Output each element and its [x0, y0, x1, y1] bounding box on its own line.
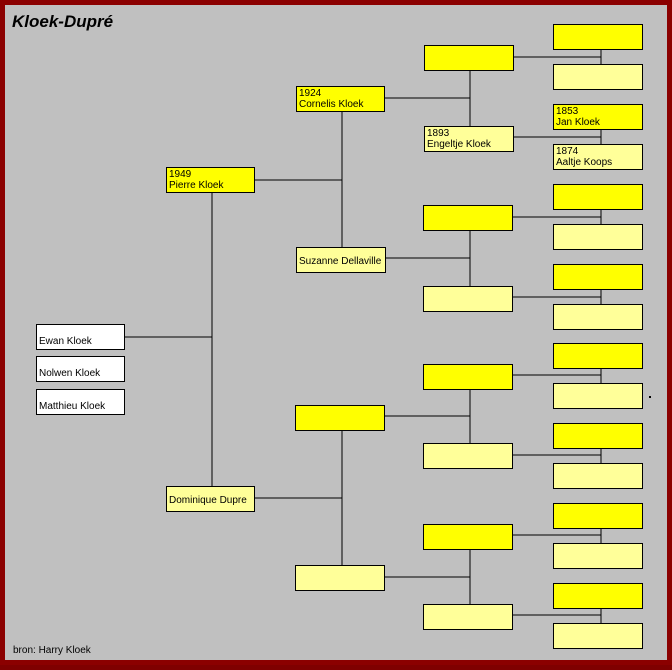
person-box-suzanne[interactable]: Suzanne Dellaville	[296, 247, 386, 273]
child-box-matthieu[interactable]: Matthieu Kloek	[36, 389, 125, 415]
person-box-empty[interactable]	[553, 184, 643, 210]
person-box-empty[interactable]	[553, 224, 643, 250]
person-box-empty[interactable]	[423, 205, 513, 231]
birth-year: 1874	[556, 146, 579, 157]
birth-year: 1949	[169, 169, 192, 180]
person-box-empty[interactable]	[553, 264, 643, 290]
person-name: Engeltje Kloek	[427, 139, 491, 150]
person-box-cornelis[interactable]: 1924 Cornelis Kloek	[296, 86, 385, 112]
person-box-empty[interactable]	[553, 623, 643, 649]
person-box-engeltje[interactable]: 1893 Engeltje Kloek	[424, 126, 514, 152]
child-name: Matthieu Kloek	[39, 401, 106, 412]
chart-title: Kloek-Dupré	[12, 12, 114, 31]
person-box-empty[interactable]	[423, 604, 513, 630]
person-box-empty[interactable]	[553, 423, 643, 449]
person-box-empty[interactable]	[553, 343, 643, 369]
person-box-empty[interactable]	[553, 543, 643, 569]
child-box-ewan[interactable]: Ewan Kloek	[36, 324, 125, 350]
person-box-empty[interactable]	[553, 503, 643, 529]
child-name: Ewan Kloek	[39, 336, 92, 347]
birth-year: 1853	[556, 106, 579, 117]
person-box-aaltje[interactable]: 1874 Aaltje Koops	[553, 144, 643, 170]
connector-lines	[124, 49, 602, 623]
person-box-pierre[interactable]: 1949 Pierre Kloek	[166, 167, 255, 193]
person-box-empty[interactable]	[424, 45, 514, 71]
person-box-empty[interactable]	[553, 24, 643, 50]
person-box-empty[interactable]	[423, 524, 513, 550]
person-box-empty[interactable]	[553, 383, 643, 409]
person-box-empty[interactable]	[553, 583, 643, 609]
source-note: bron: Harry Kloek	[13, 645, 91, 656]
person-box-empty[interactable]	[423, 364, 513, 390]
person-box-empty[interactable]	[553, 304, 643, 330]
person-name: Suzanne Dellaville	[299, 256, 382, 267]
person-box-empty[interactable]	[553, 64, 643, 90]
birth-year: 1924	[299, 88, 322, 99]
person-name: Dominique Dupre	[169, 495, 247, 506]
person-box-empty[interactable]	[423, 443, 513, 469]
person-box-empty[interactable]	[553, 463, 643, 489]
person-name: Jan Kloek	[556, 117, 600, 128]
person-box-empty[interactable]	[423, 286, 513, 312]
birth-year: 1893	[427, 128, 450, 139]
person-box-empty[interactable]	[295, 565, 385, 591]
person-name: Cornelis Kloek	[299, 99, 364, 110]
person-box-empty[interactable]	[295, 405, 385, 431]
child-box-nolwen[interactable]: Nolwen Kloek	[36, 356, 125, 382]
person-box-dominique[interactable]: Dominique Dupre	[166, 486, 255, 512]
person-box-jan[interactable]: 1853 Jan Kloek	[553, 104, 643, 130]
person-name: Aaltje Koops	[556, 157, 613, 168]
person-name: Pierre Kloek	[169, 180, 224, 191]
stray-dot	[649, 396, 651, 398]
child-name: Nolwen Kloek	[39, 368, 101, 379]
